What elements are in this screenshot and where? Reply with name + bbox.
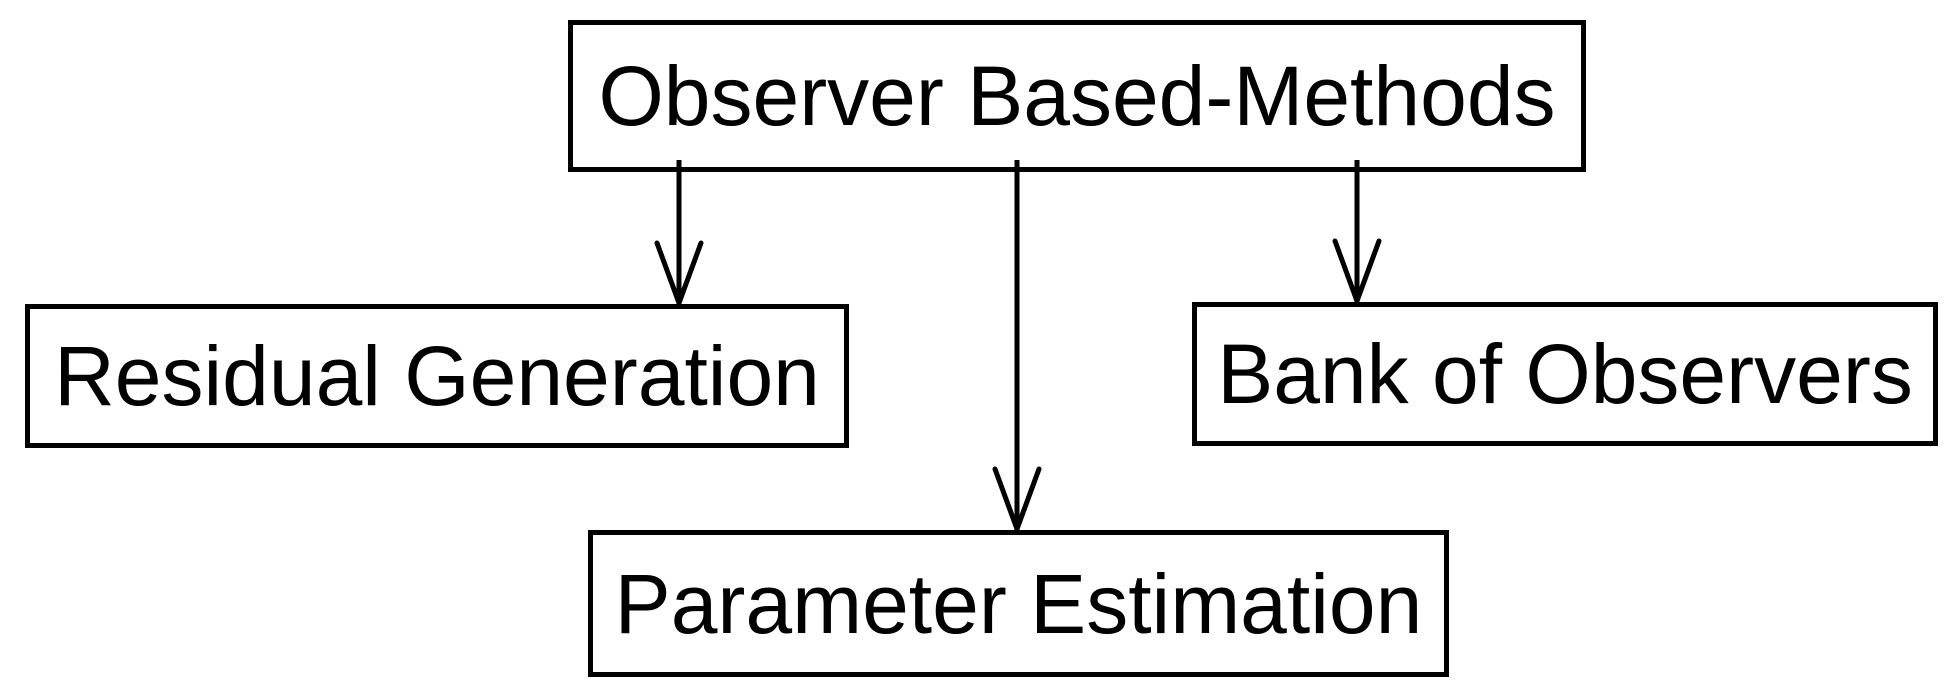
arrow-root-to-bank-of-observers (1332, 160, 1382, 304)
node-bank-of-observers-label: Bank of Observers (1217, 327, 1913, 421)
node-observer-based-methods-label: Observer Based-Methods (598, 49, 1556, 143)
arrow-root-to-residual-generation (654, 160, 704, 306)
node-residual-generation-label: Residual Generation (54, 329, 820, 423)
node-parameter-estimation-label: Parameter Estimation (614, 556, 1423, 651)
node-bank-of-observers: Bank of Observers (1192, 302, 1938, 446)
arrow-root-to-parameter-estimation (992, 160, 1042, 532)
node-parameter-estimation: Parameter Estimation (588, 530, 1449, 677)
node-observer-based-methods: Observer Based-Methods (568, 20, 1586, 172)
node-residual-generation: Residual Generation (25, 304, 849, 448)
